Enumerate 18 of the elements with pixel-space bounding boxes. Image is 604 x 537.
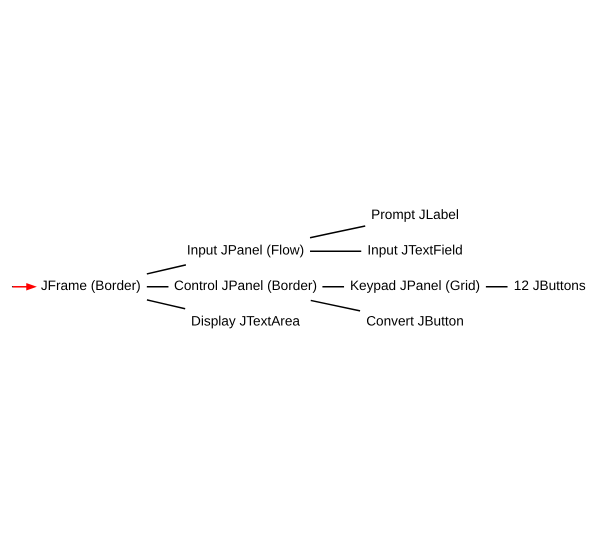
node-text: Prompt JLabel	[371, 206, 459, 222]
node-text: Display JTextArea	[191, 313, 300, 328]
connector	[310, 250, 362, 252]
node-text: Keypad JPanel (Grid)	[350, 278, 480, 293]
node-text: Convert JButton	[366, 313, 464, 328]
connector	[310, 224, 366, 238]
connector	[146, 298, 186, 309]
node-text: 12 JButtons	[514, 278, 586, 293]
connector	[146, 286, 168, 288]
connector	[486, 286, 508, 288]
node-text: JFrame (Border)	[40, 278, 141, 293]
connector	[322, 286, 344, 288]
node-text: Input JPanel (Flow)	[186, 242, 304, 258]
node-text: Input JTextField	[367, 242, 463, 258]
connector	[146, 264, 186, 274]
node-text: Control JPanel (Border)	[174, 278, 317, 293]
arrow	[12, 282, 37, 290]
connector	[310, 299, 360, 312]
